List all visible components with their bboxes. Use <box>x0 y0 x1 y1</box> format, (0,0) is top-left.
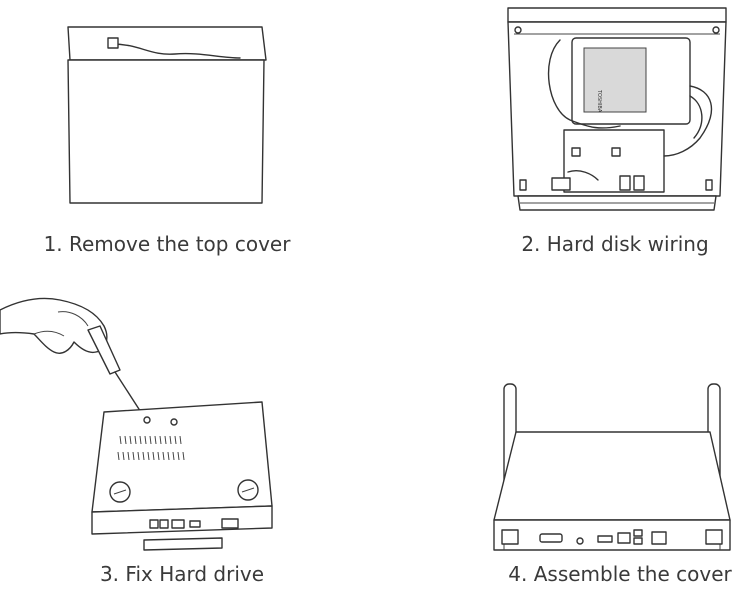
step4-caption: 4. Assemble the cover <box>508 562 732 586</box>
screwdriver <box>87 325 121 375</box>
hdd-brand-label: TOSHIBA <box>596 89 602 113</box>
step1-caption: 1. Remove the top cover <box>43 232 291 256</box>
step3-caption: 3. Fix Hard drive <box>99 562 265 586</box>
rubber-feet <box>109 479 259 503</box>
step2-caption: 2. Hard disk wiring <box>521 232 709 256</box>
circuit-board <box>563 129 665 193</box>
vent-slots <box>117 435 185 461</box>
